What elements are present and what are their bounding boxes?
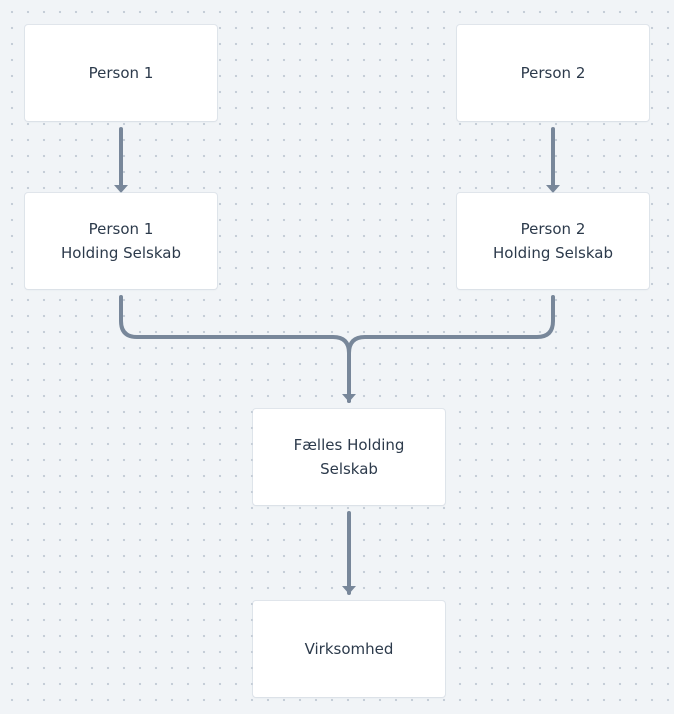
node-person-2-holding-label-line1: Person 2 bbox=[520, 220, 586, 238]
node-person-2-label: Person 2 bbox=[520, 64, 586, 82]
edge-holding-2-to-faelles bbox=[347, 295, 555, 403]
node-person-1-holding[interactable]: Person 1 Holding Selskab bbox=[25, 193, 217, 289]
node-virksomhed[interactable]: Virksomhed bbox=[253, 601, 445, 697]
arrowhead-faelles bbox=[342, 394, 356, 402]
edge-holding-1-to-faelles bbox=[119, 295, 351, 403]
node-person-1-holding-label-line2: Holding Selskab bbox=[61, 244, 181, 262]
node-person-1-holding-label-line1: Person 1 bbox=[88, 220, 154, 238]
node-faelles-holding-label-line1: Fælles Holding bbox=[293, 436, 405, 454]
node-person-2[interactable]: Person 2 bbox=[457, 25, 649, 121]
arrowhead-virksomhed bbox=[342, 586, 356, 594]
node-person-2-holding-label-line2: Holding Selskab bbox=[493, 244, 613, 262]
node-person-1-label: Person 1 bbox=[88, 64, 154, 82]
node-faelles-holding-label-line2: Selskab bbox=[320, 460, 378, 478]
node-person-1[interactable]: Person 1 bbox=[25, 25, 217, 121]
arrowhead-holding-1 bbox=[114, 185, 128, 193]
node-person-2-holding[interactable]: Person 2 Holding Selskab bbox=[457, 193, 649, 289]
node-faelles-holding[interactable]: Fælles Holding Selskab bbox=[253, 409, 445, 505]
node-virksomhed-label: Virksomhed bbox=[304, 640, 394, 658]
arrowhead-holding-2 bbox=[546, 185, 560, 193]
